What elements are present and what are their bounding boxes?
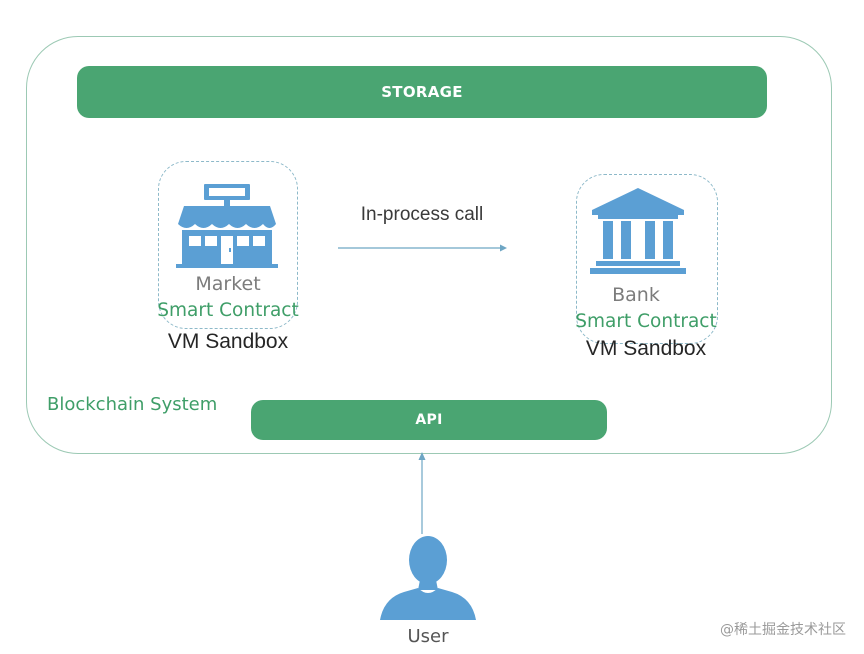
bank-contract-name: Bank xyxy=(612,284,660,306)
storage-label: STORAGE xyxy=(381,83,463,101)
api-bar: API xyxy=(251,400,607,440)
user-api-arrow xyxy=(418,452,426,534)
blockchain-system-frame xyxy=(26,36,832,454)
shop-icon xyxy=(176,184,278,268)
bank-contract-type: Smart Contract xyxy=(575,311,717,332)
bank-sandbox-box xyxy=(576,174,718,344)
watermark-text: @稀土掘金技术社区 xyxy=(720,622,846,638)
in-process-call-arrow xyxy=(338,244,507,252)
bank-icon xyxy=(590,188,686,274)
in-process-call-label: In-process call xyxy=(360,204,484,225)
blockchain-system-label: Blockchain System xyxy=(47,394,218,415)
market-contract-name: Market xyxy=(195,273,261,295)
user-icon xyxy=(380,536,476,620)
storage-bar: STORAGE xyxy=(77,66,767,118)
user-label: User xyxy=(407,626,449,647)
market-contract-type: Smart Contract xyxy=(157,300,299,321)
market-sandbox-label: VM Sandbox xyxy=(167,330,289,353)
market-sandbox-box xyxy=(158,161,298,329)
bank-sandbox-label: VM Sandbox xyxy=(585,337,707,360)
api-label: API xyxy=(415,412,443,428)
